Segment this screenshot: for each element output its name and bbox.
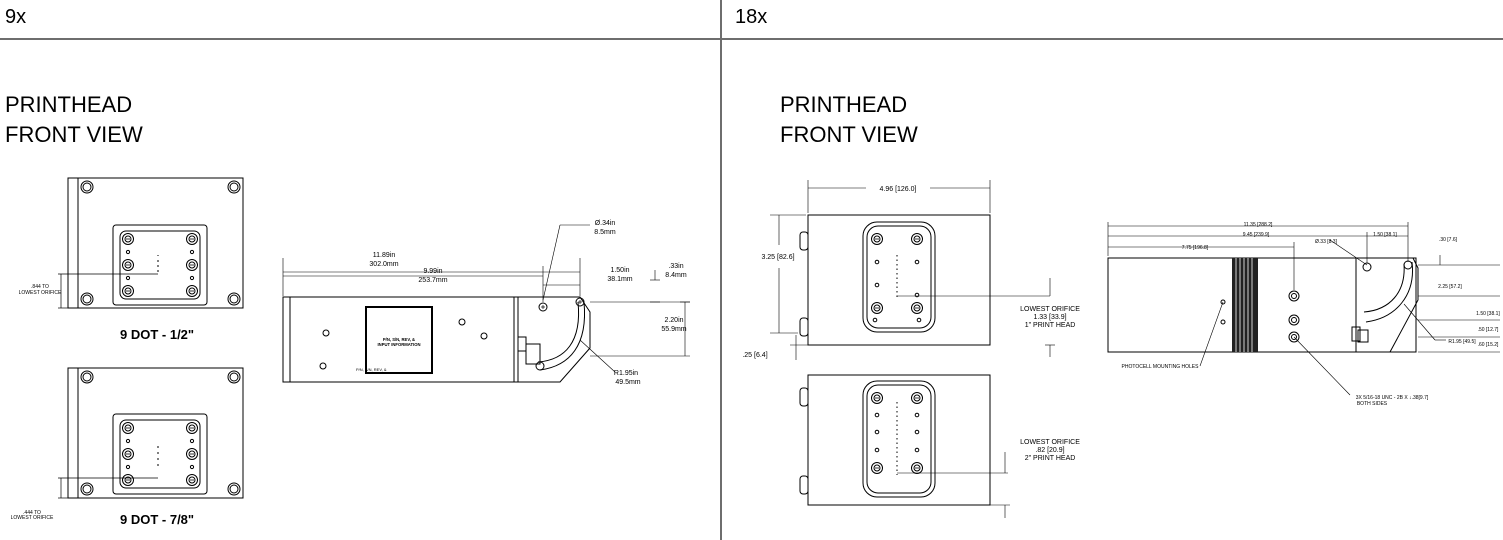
orifice2-line3: 2" PRINT HEAD [1025, 455, 1076, 462]
orifice1-line3: 1" PRINT HEAD [1025, 322, 1076, 329]
dim-overall-in: 11.89in [373, 252, 396, 259]
column-header-9x: 9x [5, 6, 27, 28]
side-label-top: P/N, S/N, REV, & [383, 337, 415, 342]
dim-width: 4.96 [126.0] [880, 186, 917, 193]
dim-side-d10: .60 [15.2] [1478, 342, 1499, 348]
dim-hole-mm: 8.5mm [594, 229, 616, 236]
side-label-line1: P/N, S/N, REV, & [356, 367, 387, 372]
dim-side-d6: .30 [7.6] [1439, 237, 1458, 243]
right-title-line1: PRINTHEAD [780, 92, 908, 117]
orifice2-line2: .82 [20.9] [1035, 447, 1064, 454]
dim-radius-in: R1.95in [614, 370, 638, 377]
dim-offset-in: .33in [668, 263, 683, 270]
side-label-bottom: INPUT INFORMATION [378, 342, 421, 347]
orifice-a-line1: .844 TO [31, 284, 49, 290]
dim-offset-mm: 8.4mm [665, 272, 687, 279]
column-divider [720, 0, 722, 540]
dim-side-d4: Ø.33 [8.3] [1315, 239, 1338, 245]
dim-hole-in: Ø.34in [595, 220, 616, 227]
dim-height: 3.25 [82.6] [761, 254, 794, 261]
right-title-line2: FRONT VIEW [780, 122, 918, 147]
left-title-line2: FRONT VIEW [5, 122, 143, 147]
dim-side-d7: 2.25 [57.2] [1438, 284, 1462, 290]
front-view-18x-2in [799, 374, 1010, 518]
dim-side-d1: 11.35 [288.2] [1244, 222, 1273, 228]
dim-overall-mm: 302.0mm [369, 261, 398, 268]
dim-short-mm: 38.1mm [607, 276, 632, 283]
dim-side-d3: 7.75 [196.8] [1182, 245, 1209, 251]
holes-label-line2: BOTH SIDES [1357, 401, 1388, 407]
front-view-18x-1in [770, 180, 1055, 360]
dim-side-d9: .50 [12.7] [1478, 327, 1499, 333]
holes-label-line1: 3X 5/16-18 UNC - 2B X ↓.38[9.7] [1356, 395, 1429, 401]
dim-radius-mm: 49.5mm [615, 379, 640, 386]
side-view-18x [1107, 222, 1500, 396]
front-view-9dot-half [58, 177, 244, 309]
caption-9dot-7-8: 9 DOT - 7/8" [120, 512, 195, 527]
left-view-title: PRINTHEAD FRONT VIEW [5, 90, 143, 150]
orifice-b-line1: .444 TO [23, 510, 41, 516]
header-rule-right [722, 38, 1503, 40]
orifice1-line1: LOWEST ORIFICE [1020, 306, 1080, 313]
dim-height-in: 2.20in [664, 317, 683, 324]
column-header-18x: 18x [735, 6, 768, 28]
photocell-label: PHOTOCELL MOUNTING HOLES [1122, 364, 1200, 370]
orifice-a-line2: LOWEST ORIFICE [19, 290, 62, 296]
dim-side-d2: 9.45 [239.9] [1243, 232, 1270, 238]
orifice2-line1: LOWEST ORIFICE [1020, 439, 1080, 446]
dim-short-in: 1.50in [610, 267, 629, 274]
left-title-line1: PRINTHEAD [5, 92, 133, 117]
orifice-b-line2: LOWEST ORIFICE [11, 515, 54, 521]
dim-mid-mm: 253.7mm [418, 277, 447, 284]
dim-bottom: .25 [6.4] [742, 352, 767, 359]
dim-side-d11: R1.95 [49.5] [1448, 339, 1476, 345]
dim-height-mm: 55.9mm [661, 326, 686, 333]
header-rule-left [0, 38, 720, 40]
side-view-9x [282, 224, 690, 383]
dim-side-d5: 1.50 [38.1] [1373, 232, 1397, 238]
orifice1-line2: 1.33 [33.9] [1033, 314, 1066, 321]
dim-mid-in: 9.99in [423, 268, 442, 275]
front-view-9dot-7-8 [58, 367, 244, 499]
dim-side-d8: 1.50 [38.1] [1476, 311, 1500, 317]
caption-9dot-half: 9 DOT - 1/2" [120, 327, 195, 342]
right-view-title: PRINTHEAD FRONT VIEW [780, 90, 918, 150]
